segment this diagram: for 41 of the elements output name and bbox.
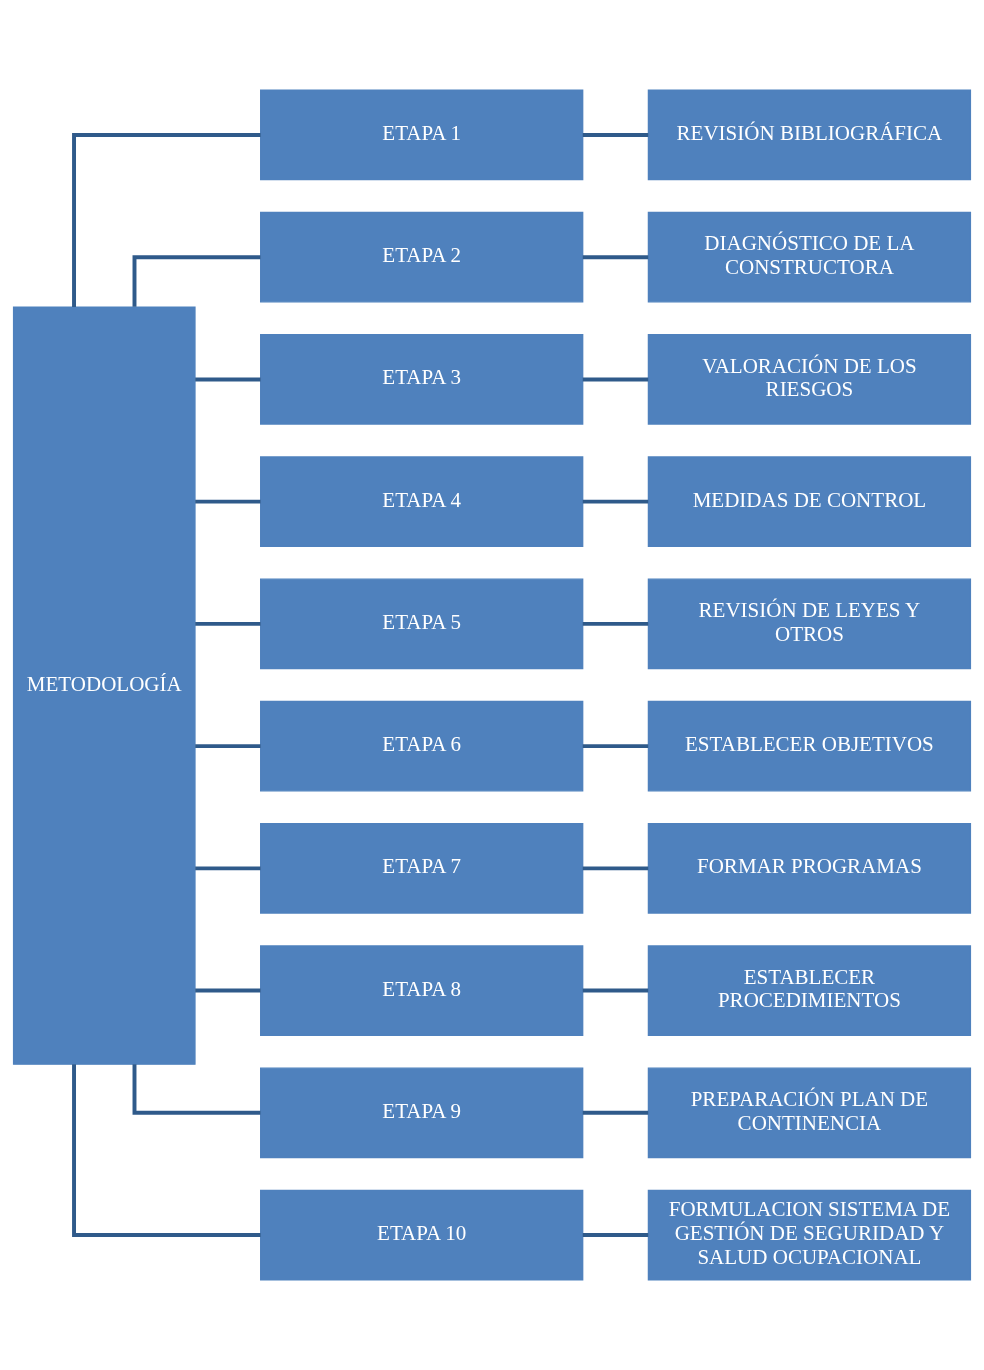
node-box: ETAPA 9 — [260, 1067, 584, 1159]
connector — [72, 1064, 261, 1237]
node-box: PREPARACIÓN PLAN DE CONTINENCIA — [647, 1067, 972, 1159]
node-box: ETAPA 10 — [260, 1189, 584, 1281]
connector — [195, 621, 261, 626]
connector — [582, 1233, 649, 1237]
node-box: ETAPA 5 — [260, 578, 584, 670]
node-box: METODOLOGÍA — [12, 306, 196, 1065]
connector — [582, 744, 649, 749]
connector — [195, 377, 261, 382]
connector — [195, 499, 261, 504]
node-box: ETAPA 4 — [260, 456, 584, 547]
connector — [72, 133, 261, 307]
node-box: ETAPA 1 — [260, 89, 584, 181]
connector — [582, 133, 649, 137]
node-box: ETAPA 8 — [260, 945, 584, 1036]
node-box: ETAPA 2 — [260, 211, 584, 303]
node-box: ETAPA 6 — [260, 700, 584, 792]
connector — [582, 621, 649, 626]
connector — [582, 377, 649, 382]
connector — [195, 988, 261, 993]
connector — [582, 866, 649, 871]
connector — [582, 499, 649, 504]
node-box: ETAPA 3 — [260, 334, 584, 425]
connector — [195, 866, 261, 871]
node-box: REVISIÓN BIBLIOGRÁFICA — [647, 89, 972, 181]
node-box: FORMAR PROGRAMAS — [647, 823, 972, 914]
node-box: MEDIDAS DE CONTROL — [647, 456, 972, 547]
connector — [582, 1110, 649, 1115]
node-box: ESTABLECER PROCEDIMIENTOS — [647, 945, 972, 1036]
node-box: ETAPA 7 — [260, 823, 584, 914]
connector — [132, 1064, 261, 1115]
node-box: REVISIÓN DE LEYES Y OTROS — [647, 578, 972, 670]
node-box: VALORACIÓN DE LOS RIESGOS — [647, 334, 972, 425]
connector — [582, 988, 649, 993]
connector — [132, 255, 261, 307]
node-box: FORMULACION SISTEMA DE GESTIÓN DE SEGURIDAD Y SALUD OCUPACIONAL — [647, 1189, 972, 1281]
node-box: DIAGNÓSTICO DE LA CONSTRUCTORA — [647, 211, 972, 303]
connector — [195, 744, 261, 749]
node-box: ESTABLECER OBJETIVOS — [647, 700, 972, 792]
connector — [582, 255, 649, 260]
